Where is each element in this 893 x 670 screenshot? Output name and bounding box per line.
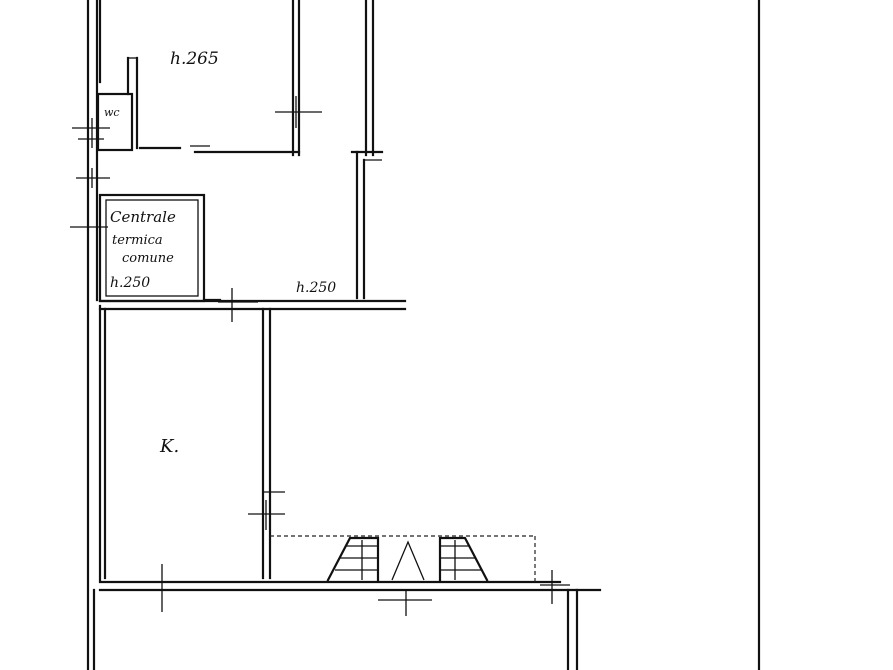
upper-room-walls — [98, 0, 322, 157]
stair-outline — [270, 535, 536, 582]
wc-label: wc — [104, 106, 120, 119]
middle-partition — [98, 288, 407, 322]
heating-room-label-1: Centrale — [110, 208, 176, 226]
heating-room-label-3: comune — [122, 251, 174, 266]
stair-treads — [326, 536, 489, 616]
kitchen-walls — [103, 307, 285, 580]
heating-room-height: h.250 — [110, 275, 150, 291]
room-height-main: h.265 — [170, 49, 219, 69]
wc-niche — [72, 56, 139, 152]
kitchen-label: K. — [159, 436, 179, 457]
heating-room-label-2: termica — [112, 233, 163, 248]
corridor-height: h.250 — [296, 280, 336, 296]
corridor-walls — [350, 0, 384, 300]
bottom-wall — [98, 564, 602, 670]
